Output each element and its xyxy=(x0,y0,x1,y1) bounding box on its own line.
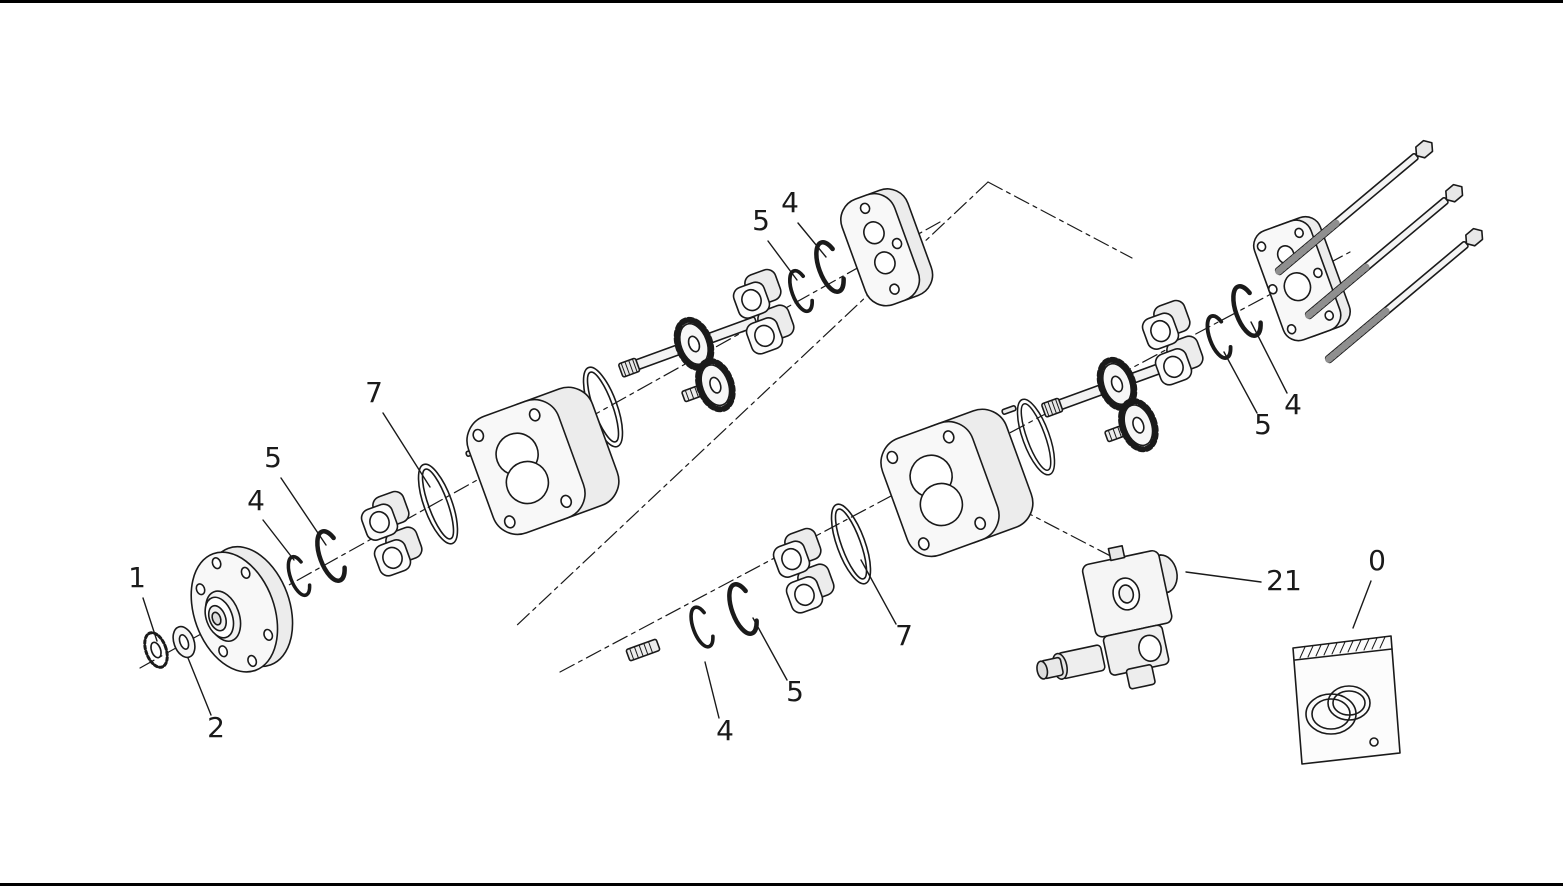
callout-leader-line xyxy=(262,519,295,561)
through-bolt-part xyxy=(1273,137,1437,278)
pump-housing-part xyxy=(872,401,1041,565)
page-border-bottom xyxy=(0,883,1563,886)
callout-label: 21 xyxy=(1266,564,1302,597)
callout-label: 0 xyxy=(1368,544,1386,577)
callout-label: 4 xyxy=(1284,388,1302,421)
callout-leader-line xyxy=(1185,571,1262,583)
callout-label: 5 xyxy=(264,441,282,474)
page-border-top xyxy=(0,0,1563,3)
gear-shaft-set-part xyxy=(612,298,780,437)
rear-cover-part xyxy=(1252,215,1351,342)
callout-label: 4 xyxy=(781,186,799,219)
callout-label: 5 xyxy=(786,675,804,708)
callout-leader-line xyxy=(1250,321,1288,394)
callout-label: 7 xyxy=(895,619,913,652)
callout-leader-line xyxy=(1352,580,1372,629)
callout-leader-line xyxy=(187,657,212,716)
callout-label: 2 xyxy=(207,711,225,744)
callout-label: 7 xyxy=(365,376,383,409)
retaining-ring-part xyxy=(1228,283,1266,339)
retaining-ring-part xyxy=(684,602,720,652)
callout-leader-line xyxy=(382,412,431,488)
callout-label: 5 xyxy=(752,204,770,237)
callout-label: 5 xyxy=(1254,408,1272,441)
callout-leader-line xyxy=(860,559,897,625)
callout-leader-line xyxy=(767,240,798,281)
callout-label: 4 xyxy=(716,714,734,747)
through-bolt-part xyxy=(1323,225,1487,366)
retaining-ring-part xyxy=(783,266,819,316)
front-end-plate-part xyxy=(840,188,934,307)
relief-valve-part xyxy=(1036,544,1178,690)
o-ring-part xyxy=(822,498,880,590)
coupling-stub-part xyxy=(625,638,661,662)
callout-label: 4 xyxy=(247,484,265,517)
retaining-ring-part xyxy=(312,528,350,584)
pump-housing-part xyxy=(458,379,627,543)
callout-leader-line xyxy=(797,222,827,258)
callout-leader-line xyxy=(280,477,327,546)
retaining-ring-part xyxy=(1200,311,1238,363)
retaining-ring-part xyxy=(724,581,762,637)
seal-kit-bag-part xyxy=(1292,635,1401,765)
shaft-washer-part xyxy=(172,625,196,659)
lock-washer-part xyxy=(143,631,169,669)
callout-leader-line xyxy=(704,661,720,719)
o-ring-part xyxy=(409,458,467,550)
dowel-pin-part xyxy=(1000,404,1018,416)
callout-leader-line xyxy=(142,597,158,642)
mounting-flange-part xyxy=(190,545,294,673)
retaining-ring-part xyxy=(282,552,316,600)
bearing-block-pair-part xyxy=(355,488,428,580)
callout-leader-line xyxy=(752,617,788,681)
callout-leader-line xyxy=(1223,351,1258,414)
bearing-block-pair-part xyxy=(767,525,840,617)
callout-label: 1 xyxy=(128,561,146,594)
retaining-ring-part xyxy=(811,239,849,295)
